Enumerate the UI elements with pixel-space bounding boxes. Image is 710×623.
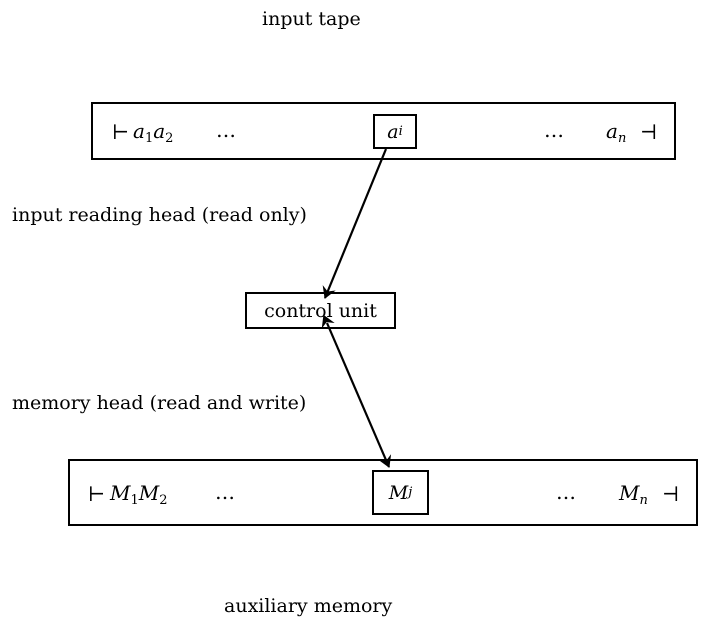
memory-ellipsis-right: … <box>556 480 579 504</box>
memory-ellipsis-left: … <box>215 480 238 504</box>
symbol-base: M <box>138 481 160 505</box>
symbol-base: M <box>388 481 409 504</box>
symbol-base: M <box>619 481 640 505</box>
input-head-arrow <box>322 148 388 299</box>
auxiliary-memory-label: auxiliary memory <box>224 595 393 617</box>
control-unit: control unit <box>245 292 396 329</box>
symbol-base: a <box>153 119 166 143</box>
input-tape-label: input tape <box>262 8 361 30</box>
symbol-base: a <box>606 119 618 143</box>
input-ellipsis-left: … <box>216 118 239 142</box>
subscript: 1 <box>144 131 154 146</box>
input-tape-left-marker: ⊢ <box>112 120 130 144</box>
subscript: n <box>617 131 627 146</box>
memory-symbol-mn: Mn <box>619 483 648 507</box>
memory-tape-left-marker: ⊢ <box>88 482 106 506</box>
memory-head-arrow <box>321 314 392 468</box>
input-symbol-a1: a1a2 <box>133 121 173 145</box>
subscript: 2 <box>159 493 168 508</box>
input-symbol-an: an <box>606 121 626 145</box>
control-unit-label: control unit <box>264 299 377 322</box>
input-head-label: input reading head (read only) <box>12 204 307 226</box>
memory-head-label: memory head (read and write) <box>12 392 307 414</box>
subscript: 2 <box>165 131 174 146</box>
subscript: 1 <box>130 493 139 508</box>
symbol-base: M <box>110 481 131 505</box>
memory-symbol-m1m2: M1M2 <box>110 483 168 507</box>
input-tape-right-marker: ⊣ <box>640 120 658 144</box>
input-ellipsis-right: … <box>544 118 567 142</box>
subscript: n <box>639 493 648 508</box>
subscript: i <box>398 124 403 139</box>
symbol-base: a <box>133 119 145 143</box>
symbol-base: a <box>387 120 399 143</box>
memory-tape-right-marker: ⊣ <box>662 482 680 506</box>
subscript: j <box>408 485 413 500</box>
